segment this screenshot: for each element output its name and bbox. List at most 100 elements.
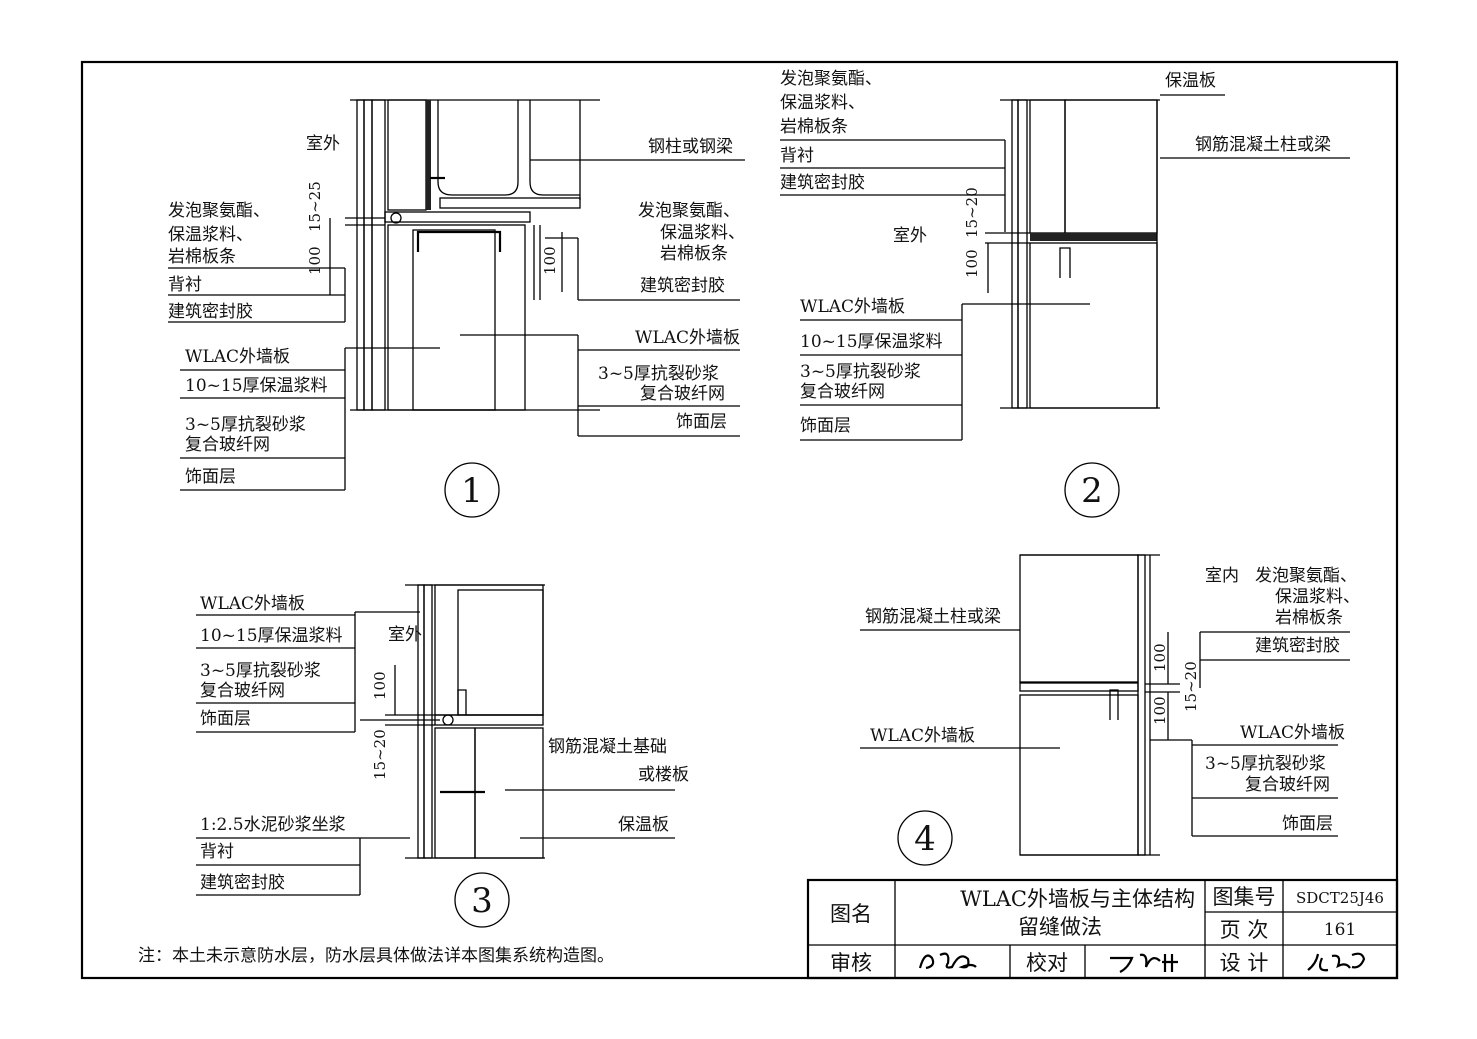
- svg-text:3~5厚抗裂砂浆: 3~5厚抗裂砂浆: [185, 415, 306, 435]
- svg-text:3~5厚抗裂砂浆: 3~5厚抗裂砂浆: [200, 661, 321, 681]
- d2-number-circle: [1064, 462, 1120, 518]
- svg-text:WLAC外墙板: WLAC外墙板: [635, 328, 740, 348]
- d4-number: 4: [914, 819, 936, 859]
- svg-text:复合玻纤网: 复合玻纤网: [200, 681, 285, 701]
- svg-text:WLAC外墙板: WLAC外墙板: [800, 297, 905, 317]
- name-label: 图名: [830, 902, 872, 926]
- svg-text:岩棉板条: 岩棉板条: [168, 247, 236, 267]
- svg-text:背衬: 背衬: [200, 842, 234, 862]
- reviewer-signature: [918, 952, 977, 970]
- d1-dim-100-left: 100: [306, 246, 324, 275]
- svg-text:10~15厚保温浆料: 10~15厚保温浆料: [800, 332, 943, 352]
- svg-text:岩棉板条: 岩棉板条: [1275, 608, 1343, 628]
- d1-left-top-labels: 发泡聚氨酯、 保温浆料、 岩棉板条 背衬 建筑密封胶: [168, 201, 345, 323]
- svg-text:或楼板: 或楼板: [638, 765, 689, 785]
- svg-text:保温浆料、: 保温浆料、: [1275, 587, 1360, 607]
- detail-2: [961, 94, 1350, 440]
- svg-text:建筑密封胶: 建筑密封胶: [168, 302, 253, 322]
- svg-text:钢柱或钢梁: 钢柱或钢梁: [648, 137, 733, 157]
- d2-number: 2: [1081, 471, 1103, 511]
- d4-label-concrete: 钢筋混凝土柱或梁: [865, 607, 1001, 627]
- d4-right-bottom-labels: WLAC外墙板 3~5厚抗裂砂浆 复合玻纤网 饰面层: [1192, 723, 1345, 837]
- svg-text:复合玻纤网: 复合玻纤网: [640, 384, 725, 404]
- d3-right-labels: 钢筋混凝土基础 或楼板 保温板: [548, 737, 689, 835]
- d4-label-wlac: WLAC外墙板: [870, 726, 975, 746]
- d2-label-insulation-board: 保温板: [1165, 71, 1216, 91]
- title-line-1: WLAC外墙板与主体结构: [960, 887, 1195, 911]
- svg-text:3~5厚抗裂砂浆: 3~5厚抗裂砂浆: [800, 362, 921, 382]
- d1-left-bottom-labels: WLAC外墙板 10~15厚保温浆料 3~5厚抗裂砂浆 复合玻纤网 饰面层: [180, 347, 345, 491]
- svg-text:3~5厚抗裂砂浆: 3~5厚抗裂砂浆: [1205, 754, 1326, 774]
- d2-dim-100: 100: [963, 249, 981, 278]
- svg-text:发泡聚氨酯、: 发泡聚氨酯、: [780, 69, 882, 89]
- d1-outside-label: 室外: [306, 134, 340, 154]
- detail-3: [354, 584, 675, 895]
- d4-dim-gap: 15~20: [1182, 661, 1200, 712]
- svg-text:3~5厚抗裂砂浆: 3~5厚抗裂砂浆: [598, 364, 719, 384]
- svg-text:建筑密封胶: 建筑密封胶: [200, 873, 285, 893]
- svg-text:建筑密封胶: 建筑密封胶: [780, 173, 865, 193]
- d1-dim-gap: 15~25: [306, 181, 324, 232]
- detail-4: [860, 554, 1201, 856]
- svg-text:背衬: 背衬: [168, 275, 202, 295]
- d1-right-labels: 钢柱或钢梁 发泡聚氨酯、 保温浆料、 岩棉板条 建筑密封胶 WLAC外墙板 3~…: [578, 137, 745, 437]
- sheet-border: [80, 60, 1399, 980]
- svg-text:WLAC外墙板: WLAC外墙板: [200, 594, 305, 614]
- svg-text:发泡聚氨酯、: 发泡聚氨酯、: [1255, 566, 1357, 586]
- svg-text:饰面层: 饰面层: [200, 709, 251, 729]
- svg-text:10~15厚保温浆料: 10~15厚保温浆料: [185, 376, 328, 396]
- svg-text:背衬: 背衬: [780, 146, 814, 166]
- checker-signature: [1110, 953, 1178, 973]
- page-label: 页 次: [1220, 918, 1269, 942]
- svg-text:WLAC外墙板: WLAC外墙板: [1240, 723, 1345, 743]
- svg-text:建筑密封胶: 建筑密封胶: [640, 276, 725, 296]
- d3-number: 3: [471, 881, 493, 921]
- svg-text:复合玻纤网: 复合玻纤网: [800, 382, 885, 402]
- svg-text:发泡聚氨酯、: 发泡聚氨酯、: [638, 201, 740, 221]
- svg-text:发泡聚氨酯、: 发泡聚氨酯、: [168, 201, 270, 221]
- d1-number-circle: [444, 462, 500, 518]
- d1-dim-100-right: 100: [541, 246, 559, 275]
- designer-signature: [1307, 952, 1366, 972]
- svg-text:保温浆料、: 保温浆料、: [780, 93, 865, 113]
- title-block: 图名 WLAC外墙板与主体结构 留缝做法 图集号 SDCT25J46 页 次 1…: [806, 878, 1399, 980]
- svg-text:饰面层: 饰面层: [1282, 814, 1333, 834]
- detail-1: [329, 99, 745, 490]
- d2-label-concrete: 钢筋混凝土柱或梁: [1195, 135, 1331, 155]
- svg-text:保温浆料、: 保温浆料、: [168, 225, 253, 245]
- d3-left-top-labels: WLAC外墙板 10~15厚保温浆料 3~5厚抗裂砂浆 复合玻纤网 饰面层: [196, 594, 355, 733]
- atlas-label: 图集号: [1213, 885, 1276, 909]
- svg-text:饰面层: 饰面层: [185, 467, 236, 487]
- page-number: 161: [1324, 920, 1356, 940]
- d3-dim-gap: 15~20: [371, 729, 389, 780]
- design-label: 设 计: [1220, 951, 1269, 975]
- d1-number: 1: [461, 471, 483, 511]
- svg-text:岩棉板条: 岩棉板条: [660, 244, 728, 264]
- d4-number-circle: [897, 810, 953, 866]
- d4-inside-label: 室内: [1205, 566, 1239, 586]
- d3-dim-100: 100: [371, 671, 389, 700]
- d3-outside-label: 室外: [388, 625, 422, 645]
- svg-text:岩棉板条: 岩棉板条: [780, 117, 848, 137]
- svg-text:WLAC外墙板: WLAC外墙板: [185, 347, 290, 367]
- svg-text:复合玻纤网: 复合玻纤网: [185, 435, 270, 455]
- d2-left-top-labels: 发泡聚氨酯、 保温浆料、 岩棉板条 背衬 建筑密封胶: [780, 69, 1005, 196]
- svg-text:复合玻纤网: 复合玻纤网: [1245, 775, 1330, 795]
- svg-text:饰面层: 饰面层: [676, 412, 727, 432]
- svg-text:钢筋混凝土基础: 钢筋混凝土基础: [548, 737, 667, 757]
- svg-text:1:2.5水泥砂浆坐浆: 1:2.5水泥砂浆坐浆: [200, 815, 346, 835]
- review-label: 审核: [830, 951, 872, 975]
- d3-left-bottom-labels: 1:2.5水泥砂浆坐浆 背衬 建筑密封胶: [196, 815, 360, 896]
- svg-text:饰面层: 饰面层: [800, 416, 851, 436]
- d2-outside-label: 室外: [893, 226, 927, 246]
- title-line-2: 留缝做法: [1018, 915, 1102, 939]
- check-label: 校对: [1026, 951, 1068, 975]
- d2-left-bottom-labels: WLAC外墙板 10~15厚保温浆料 3~5厚抗裂砂浆 复合玻纤网 饰面层: [800, 297, 962, 441]
- d4-dim-100-top: 100: [1151, 643, 1169, 672]
- svg-text:建筑密封胶: 建筑密封胶: [1255, 636, 1340, 656]
- svg-text:保温浆料、: 保温浆料、: [660, 223, 745, 243]
- d2-dim-gap: 15~20: [963, 187, 981, 238]
- svg-text:保温板: 保温板: [618, 815, 669, 835]
- d4-dim-100-bottom: 100: [1151, 696, 1169, 725]
